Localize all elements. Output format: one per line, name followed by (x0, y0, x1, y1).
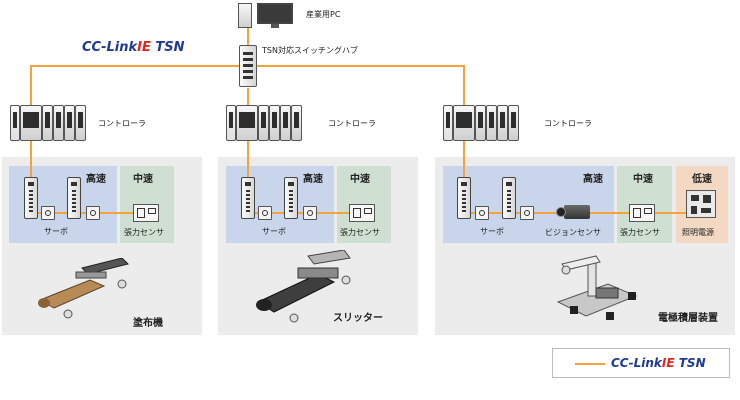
legend-text-cc-link: CC-Link (611, 356, 662, 370)
bus-line-coater (30, 141, 32, 177)
servo-icon-stacker-2 (502, 177, 516, 219)
legend-box: CC-LinkIE TSN (552, 348, 730, 378)
machine-name-stacker: 電極積層装置 (658, 313, 718, 324)
servo-icon-stacker-1 (457, 177, 471, 219)
controller-label-left: コントローラ (98, 119, 146, 128)
stacker-block-3 (628, 292, 636, 300)
lighting-label-stacker: 照明電源 (682, 228, 714, 237)
tension-sensor-icon-coater (133, 204, 159, 222)
network-drop-right (463, 65, 465, 105)
logo-text-cc-link: CC-Link (82, 40, 138, 55)
tension-sensor-icon-slitter (349, 204, 375, 222)
stacker-machine-illustration (556, 255, 638, 320)
zone-mid-label-slitter: 中速 (350, 174, 370, 185)
motor-icon-stacker-2 (520, 206, 534, 220)
legend-line-swatch (575, 363, 605, 365)
machine-name-slitter: スリッター (333, 313, 383, 324)
stacker-block-2 (606, 312, 614, 320)
zone-high-label-stacker: 高速 (583, 174, 603, 185)
network-drop-center (247, 88, 249, 105)
controller-label-center: コントローラ (328, 119, 376, 128)
cc-link-ie-tsn-logo: CC-LinkIE TSN (82, 40, 184, 55)
coater-belt (38, 279, 106, 309)
tsn-switch-label: TSN対応スイッチングハブ (262, 46, 358, 55)
coater-roller-1 (38, 298, 50, 308)
slitter-frame (297, 267, 339, 279)
servo-icon-slitter-2 (284, 177, 298, 219)
logo-text-ie: IE (137, 40, 151, 55)
slitter-machine-illustration (256, 250, 351, 323)
zone-mid-label-coater: 中速 (133, 174, 153, 185)
motor-icon-slitter-2 (303, 206, 317, 220)
tension-sensor-icon-stacker (629, 204, 655, 222)
legend-logo: CC-LinkIE TSN (611, 356, 706, 370)
logo-text-tsn: TSN (150, 40, 185, 55)
stacker-arm-post (587, 261, 597, 297)
lighting-power-icon (686, 190, 716, 218)
vision-label-stacker: ビジョンセンサ (545, 228, 601, 237)
coater-machine-illustration (38, 258, 129, 319)
servo-label-slitter: サーボ (262, 227, 286, 236)
stacker-stage (595, 287, 619, 299)
stacker-block-1 (570, 306, 578, 314)
controller-icon-right (443, 105, 519, 141)
pc-tower-icon (238, 3, 252, 28)
tension-label-coater: 張力センサ (124, 228, 164, 237)
switch-ports (243, 52, 253, 80)
motor-icon-slitter-1 (258, 206, 272, 220)
industrial-pc-icon (238, 3, 298, 29)
motor-icon-coater-1 (41, 206, 55, 220)
coater-motor-1 (63, 309, 73, 319)
controller-label-right: コントローラ (544, 119, 592, 128)
tension-label-slitter: 張力センサ (340, 228, 380, 237)
controller-icon-left (10, 105, 86, 141)
legend-text-tsn: TSN (674, 356, 706, 370)
slitter-blade-unit (307, 250, 351, 265)
stacker-sensor (561, 265, 571, 275)
zone-high-label-slitter: 高速 (303, 174, 323, 185)
bus-line-stacker (463, 141, 465, 177)
coater-motor-2 (117, 279, 127, 289)
tsn-switch-icon (239, 45, 257, 87)
slitter-motor-2 (341, 275, 351, 285)
coater-frame (75, 271, 107, 279)
slitter-roller-1 (256, 299, 272, 311)
servo-icon-coater-2 (67, 177, 81, 219)
tension-label-stacker: 張力センサ (620, 228, 660, 237)
network-drop-left (30, 65, 32, 105)
pc-monitor-stand (271, 24, 279, 28)
zone-low-label-stacker: 低速 (692, 174, 712, 185)
servo-label-coater: サーボ (44, 227, 68, 236)
zone-high-label-coater: 高速 (86, 174, 106, 185)
motor-icon-stacker-1 (475, 206, 489, 220)
servo-label-stacker: サーボ (480, 227, 504, 236)
zone-mid-label-stacker: 中速 (633, 174, 653, 185)
legend-text-ie: IE (661, 356, 675, 370)
machine-name-coater: 塗布機 (133, 318, 163, 329)
servo-icon-coater-1 (24, 177, 38, 219)
servo-icon-slitter-1 (241, 177, 255, 219)
pc-monitor-icon (257, 3, 293, 24)
vision-sensor-icon (556, 205, 590, 219)
zone-high-speed-stacker (443, 166, 614, 243)
slitter-motor-1 (289, 313, 299, 323)
motor-icon-coater-2 (86, 206, 100, 220)
bus-line-slitter (247, 141, 249, 177)
network-line-pc (247, 28, 249, 46)
controller-icon-center (226, 105, 302, 141)
industrial-pc-label: 産業用PC (306, 10, 341, 19)
